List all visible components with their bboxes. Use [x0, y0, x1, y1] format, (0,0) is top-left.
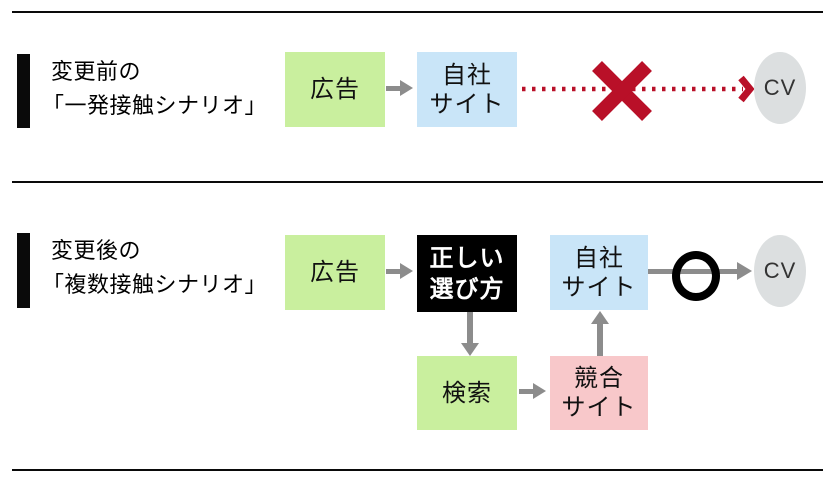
- after-site-to-cv-arrowhead-icon: [737, 262, 752, 280]
- after-heading: 変更後の 「複数接触シナリオ」: [42, 234, 267, 302]
- before-ad-label: 広告: [310, 76, 360, 103]
- search-to-competitor-arrowhead-icon: [533, 383, 546, 399]
- before-own-site-box: 自社 サイト: [417, 52, 517, 127]
- circle-mark-icon: [672, 251, 720, 301]
- after-competitor-label-line1: 競合: [574, 365, 624, 392]
- before-ad-to-site-arrow: [386, 86, 402, 91]
- before-own-site-label-line2: サイト: [429, 90, 505, 118]
- x-mark-icon: [592, 61, 652, 121]
- divider-middle: [12, 181, 823, 183]
- after-correct-choice-line1: 正しい: [429, 244, 505, 272]
- after-correct-choice-line2: 選び方: [429, 275, 505, 303]
- after-cv-ellipse: CV: [754, 235, 806, 307]
- before-ad-box: 広告: [285, 52, 385, 127]
- after-own-site-label-line2: サイト: [561, 273, 637, 301]
- before-heading: 変更前の 「一発接触シナリオ」: [42, 55, 267, 123]
- choice-to-search-arrowhead-icon: [461, 343, 479, 356]
- after-heading-line1: 変更後の: [51, 238, 142, 263]
- before-heading-bar: [17, 54, 30, 128]
- after-heading-bar: [17, 233, 30, 308]
- before-own-site-label-line1: 自社: [442, 61, 492, 89]
- after-heading-line2: 「複数接触シナリオ」: [42, 272, 268, 297]
- after-own-site-box: 自社 サイト: [550, 235, 648, 310]
- before-heading-line2: 「一発接触シナリオ」: [42, 93, 268, 118]
- after-competitor-label-line2: サイト: [561, 394, 637, 421]
- before-cv-ellipse: CV: [754, 52, 806, 124]
- after-ad-to-choice-arrow: [386, 269, 402, 274]
- blocked-dotted-arrow: [522, 61, 755, 121]
- before-heading-line1: 変更前の: [51, 59, 142, 84]
- after-search-box: 検索: [417, 356, 517, 430]
- competitor-to-site-arrowhead-icon: [591, 311, 609, 324]
- after-cv-label: CV: [763, 258, 797, 283]
- divider-top: [12, 11, 823, 13]
- after-own-site-label-line1: 自社: [574, 244, 624, 272]
- after-ad-box: 広告: [285, 235, 385, 310]
- after-search-label: 検索: [442, 379, 492, 407]
- after-ad-to-choice-arrowhead-icon: [400, 263, 413, 279]
- red-arrowhead-icon: [738, 75, 755, 103]
- choice-to-search-arrow: [467, 312, 473, 344]
- after-ad-label: 広告: [310, 259, 360, 286]
- search-to-competitor-arrow: [519, 389, 534, 394]
- competitor-to-site-arrow: [597, 323, 603, 356]
- after-competitor-box: 競合 サイト: [550, 356, 648, 430]
- after-correct-choice-box: 正しい 選び方: [417, 235, 517, 312]
- divider-bottom: [12, 469, 823, 471]
- before-cv-label: CV: [763, 75, 797, 100]
- before-ad-to-site-arrowhead-icon: [400, 80, 413, 96]
